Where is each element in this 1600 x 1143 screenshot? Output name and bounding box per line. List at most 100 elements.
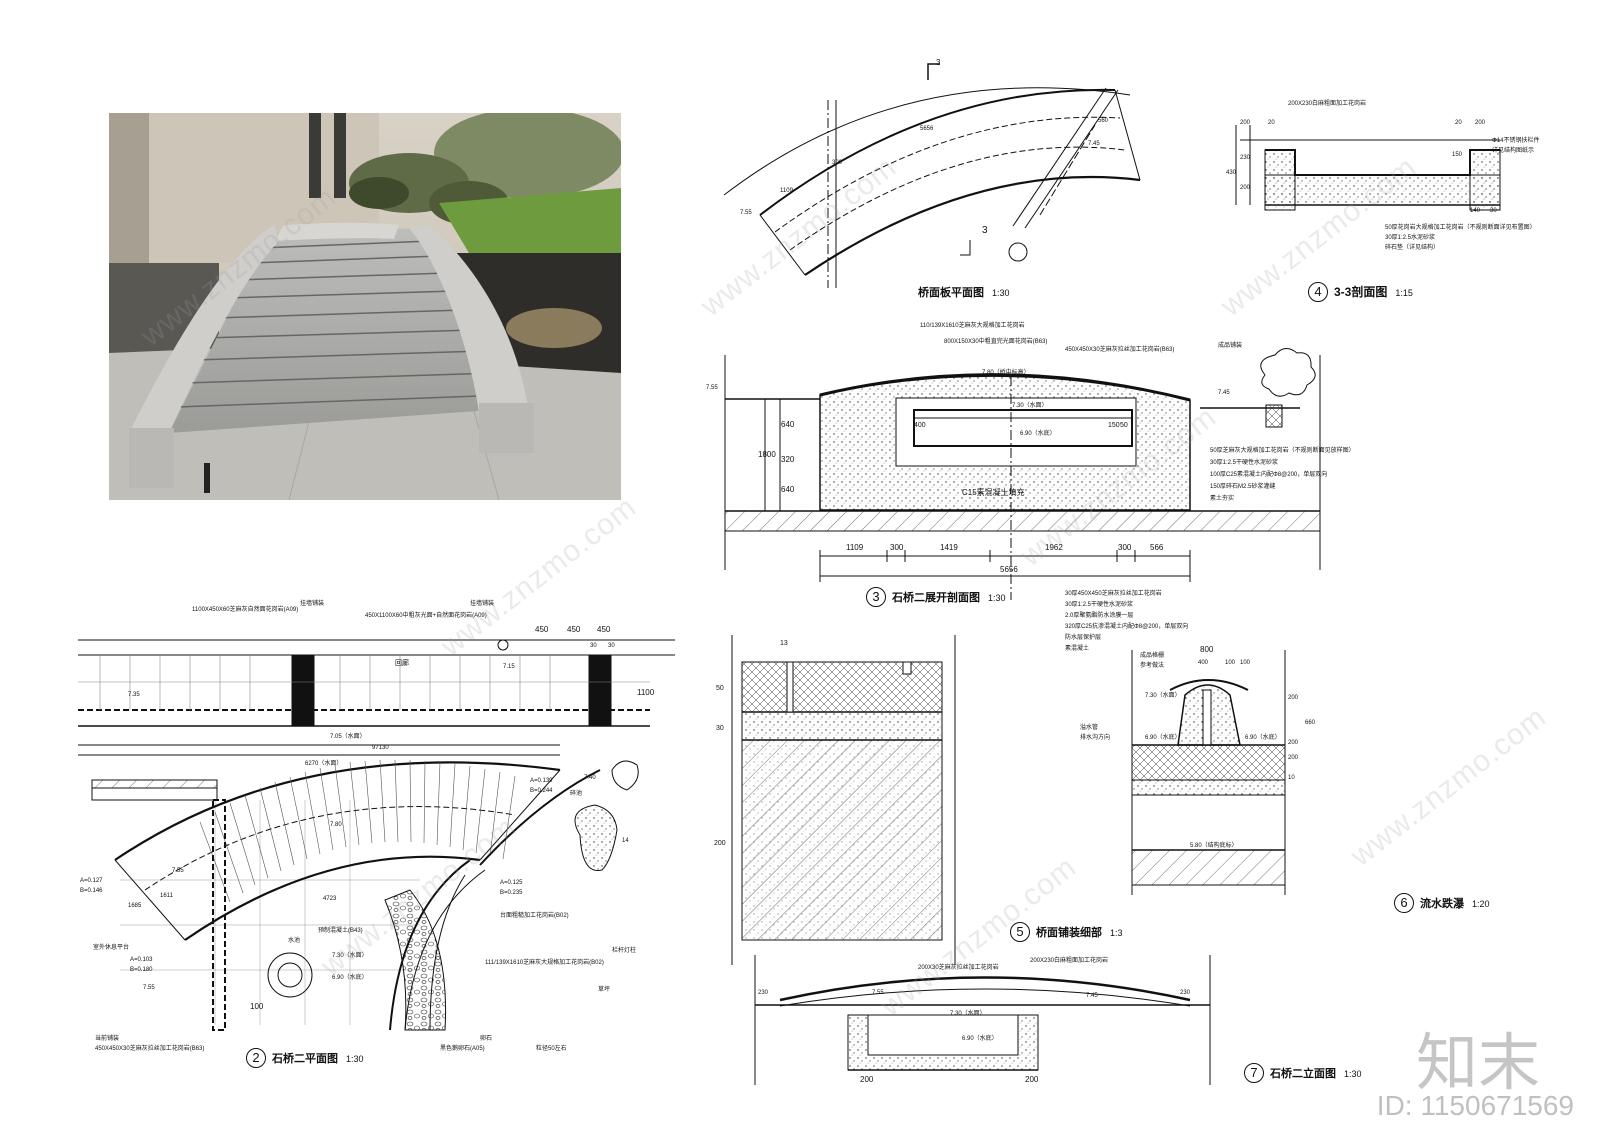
title-text: 3-3剖面图 bbox=[1334, 285, 1388, 299]
elevation-level: 6.90（水底） bbox=[1245, 735, 1281, 741]
elevation-level: 5.80（结构底标） bbox=[1190, 843, 1238, 849]
elevation-level: 7.55 bbox=[172, 868, 184, 874]
elevation-level: 7.30（水面） bbox=[1145, 693, 1181, 699]
dimension: 450 bbox=[535, 625, 549, 634]
dimension: 640 bbox=[781, 485, 795, 494]
elevation-level: 7.15 bbox=[503, 664, 515, 670]
dimension: 1962 bbox=[1045, 543, 1063, 552]
layer-note: 素土夯实 bbox=[1210, 496, 1235, 502]
dimension: 5656 bbox=[920, 126, 934, 132]
area-note: A=0.125 bbox=[500, 880, 523, 886]
fill-note: C15素混凝土填充 bbox=[962, 488, 1025, 497]
material-note: 450X450X30芝麻灰拉丝加工花岗岩(B63) bbox=[95, 1046, 205, 1052]
layer-note: 100厚C25素混凝土内配Φ8@200，单层双向 bbox=[1210, 472, 1328, 478]
bridge-section-drawing bbox=[724, 348, 1321, 600]
dimension: 1800 bbox=[758, 450, 776, 459]
layer-note: 50厚花岗岩大规格加工花岗岩（不规则断面详见布置图） bbox=[1385, 225, 1536, 231]
elevation-level: 7.05（水面） bbox=[330, 734, 366, 740]
dimension: 230 bbox=[758, 990, 769, 996]
material-note: 当前铺装 bbox=[95, 1036, 120, 1042]
material-note: 800X150X30中粗直完光面花岗岩(B63) bbox=[944, 339, 1048, 345]
elevation-level: 7.35 bbox=[128, 692, 140, 698]
dimension: 97130 bbox=[372, 745, 389, 751]
elevation-level: 7.55 bbox=[706, 385, 718, 391]
material-note: 黑色鹅卵石(A05) bbox=[440, 1046, 485, 1052]
dimension: 1419 bbox=[940, 543, 958, 552]
material-note: 排水沟方向 bbox=[1080, 735, 1111, 741]
layer-note: 碎石垫（详见结构） bbox=[1385, 245, 1440, 251]
dimension: 30 bbox=[1490, 208, 1497, 214]
material-note: 栏杆灯柱 bbox=[612, 948, 637, 954]
dimension: 400 bbox=[1198, 660, 1209, 666]
section-mark: 3 bbox=[936, 58, 941, 67]
dimension: 300 bbox=[890, 543, 904, 552]
dimension: 200 bbox=[1240, 120, 1251, 126]
dimension: 50 bbox=[716, 685, 724, 692]
area-label: 回廊 bbox=[395, 660, 409, 667]
dimension: 140 bbox=[1470, 208, 1481, 214]
title-text: 石桥二平面图 bbox=[272, 1053, 338, 1065]
elevation-level: 6.90（水底） bbox=[962, 1036, 998, 1042]
material-note: 溢水管 bbox=[1080, 725, 1099, 731]
dimension: 200 bbox=[1240, 185, 1251, 191]
material-note: 1100X450X60芝麻灰自然面花岗岩(A09) bbox=[192, 607, 299, 613]
area-label: 水池 bbox=[288, 938, 301, 944]
elevation-level: 7.45 bbox=[1218, 390, 1230, 396]
title-scale: 1:30 bbox=[988, 593, 1006, 603]
material-note: 挂墙铺装 bbox=[300, 601, 325, 607]
layer-note: 2.0厚聚氨酯防水涂膜一层 bbox=[1065, 613, 1134, 619]
dimension: 300 bbox=[832, 160, 843, 166]
elevation-level: 7.30（水面） bbox=[332, 953, 368, 959]
dimension: 450 bbox=[567, 625, 581, 634]
dimension: 30 bbox=[590, 643, 597, 649]
title-scale: 1:30 bbox=[992, 288, 1010, 298]
dimension: 150 bbox=[1452, 152, 1463, 158]
material-note: 预制混凝土(B43) bbox=[318, 928, 363, 934]
area-note: B=0.180 bbox=[130, 967, 153, 973]
title-scale: 1:15 bbox=[1395, 288, 1413, 298]
area-note: B=0.235 bbox=[500, 890, 523, 896]
title-text: 桥面板平面图 bbox=[918, 287, 984, 299]
area-note: B=0.244 bbox=[530, 788, 553, 794]
material-note: 200X30芝麻灰拉丝加工花岗岩 bbox=[918, 965, 999, 971]
area-label: 草坪 bbox=[598, 987, 611, 993]
dimension: 430 bbox=[1226, 170, 1237, 176]
drawing-number: 6 bbox=[1394, 893, 1414, 913]
dimension: 100 bbox=[1240, 660, 1251, 666]
deck-plan-drawing bbox=[723, 63, 1141, 288]
title-section-3-3: 4 3-3剖面图 1:15 bbox=[1308, 282, 1413, 302]
elevation-level: 7.80 bbox=[330, 822, 342, 828]
dimension: 200 bbox=[1025, 1075, 1039, 1084]
elevation-level: 7.30（水面） bbox=[1012, 403, 1048, 409]
rail-note: 详见结构图纸示 bbox=[1492, 148, 1535, 154]
dimension: 230 bbox=[1240, 155, 1251, 161]
elevation-level: 6.90（水底） bbox=[1020, 431, 1056, 437]
dimension: 5656 bbox=[1000, 565, 1018, 574]
dimension: 560 bbox=[1098, 118, 1109, 124]
waterfall-detail-drawing bbox=[1131, 650, 1286, 895]
dimension: 1100 bbox=[637, 688, 655, 697]
dimension: 640 bbox=[781, 420, 795, 429]
material-note: 挂墙铺装 bbox=[470, 601, 495, 607]
material-note: 卵石 bbox=[480, 1036, 493, 1042]
layer-note: 150厚碎石M2.5砂浆灌缝 bbox=[1210, 484, 1276, 490]
drawing-number: 4 bbox=[1308, 282, 1328, 302]
dimension: 660 bbox=[1305, 720, 1316, 726]
dimension: 10 bbox=[1288, 775, 1295, 781]
dimension: 7.55 bbox=[740, 210, 752, 216]
dimension: 200 bbox=[1475, 120, 1486, 126]
dimension: 20 bbox=[1268, 120, 1275, 126]
dimension: 200 bbox=[1288, 695, 1299, 701]
layer-note: 30厚1:2.5水泥砂浆 bbox=[1385, 235, 1436, 241]
dimension: 150 bbox=[1108, 422, 1120, 429]
material-note: 成品格栅 bbox=[1140, 653, 1165, 659]
section-mark: 3 bbox=[982, 225, 988, 236]
title-deck-plan: 桥面板平面图 1:30 bbox=[918, 284, 1010, 300]
material-note: 450X1100X60中粗灰光面+自然面花岗岩(A09) bbox=[365, 613, 487, 619]
dimension: 30 bbox=[716, 725, 724, 732]
layer-note: 30厚450X450芝麻灰拉丝加工花岗岩 bbox=[1065, 591, 1162, 597]
